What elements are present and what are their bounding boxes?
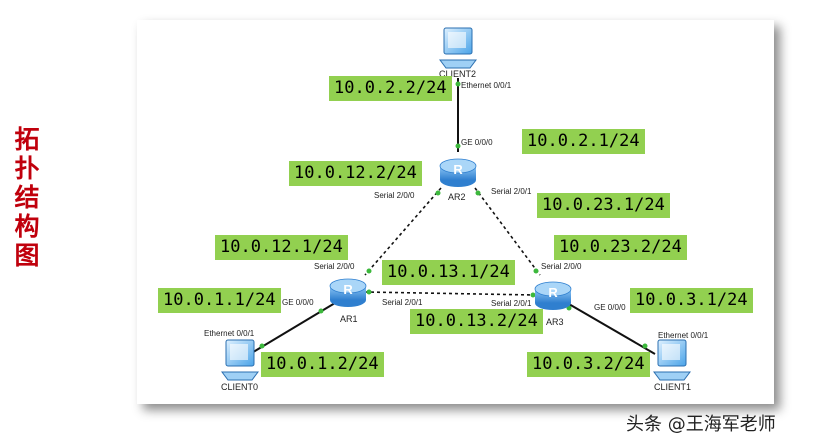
ar3-router-icon: R [534,281,572,310]
ip-ar3-serial201: 10.0.13.2/24 [410,309,543,334]
ip-ar2-serial200: 10.0.12.2/24 [289,161,422,186]
side-title-char: 拓 [14,125,40,154]
client1-label: CLIENT1 [654,382,692,392]
ar3-label: AR3 [546,317,564,327]
client0-eth-label: Ethernet 0/0/1 [204,329,255,338]
link-ar2-ar3 [474,187,541,276]
svg-text:R: R [343,282,353,297]
ar1-ge-label: GE 0/0/0 [282,298,314,307]
topology-links: R R R [221,27,691,381]
ip-ar2-ge: 10.0.2.1/24 [522,129,645,154]
ip-client0: 10.0.1.2/24 [261,352,384,377]
ip-client2: 10.0.2.2/24 [329,76,452,101]
port-dots [259,81,648,349]
ar1-router-icon: R [329,278,367,307]
side-title: 拓 扑 结 构 图 [10,125,44,270]
link-ar1-client0 [249,299,341,355]
link-ar1-ar3 [364,291,536,296]
ar3-serial201-label: Serial 2/0/1 [491,299,532,308]
svg-text:R: R [548,285,558,300]
ar2-serial200-label: Serial 2/0/0 [374,191,415,200]
side-title-char: 结 [14,183,40,212]
client2-pc-icon [439,27,477,69]
side-title-char: 构 [14,212,40,241]
ip-ar1-serial201: 10.0.13.1/24 [382,260,515,285]
watermark: 头条 @王海军老师 [626,414,776,435]
link-ar3-client1 [561,299,656,355]
ar1-label: AR1 [340,314,358,324]
client2-eth-label: Ethernet 0/0/1 [461,81,512,90]
ip-ar2-serial201: 10.0.23.1/24 [537,193,670,218]
client2-label: CLIENT2 [439,69,477,79]
ip-ar1-serial200: 10.0.12.1/24 [215,235,348,260]
ar1-serial200-label: Serial 2/0/0 [314,262,355,271]
ar2-ge-label: GE 0/0/0 [461,138,493,147]
ar2-serial201-label: Serial 2/0/1 [491,187,532,196]
client0-pc-icon [221,339,259,381]
ip-client1: 10.0.3.2/24 [527,352,650,377]
client1-eth-label: Ethernet 0/0/1 [658,331,709,340]
ar1-serial201-label: Serial 2/0/1 [382,298,423,307]
side-title-char: 扑 [14,154,40,183]
ip-ar1-ge: 10.0.1.1/24 [158,288,281,313]
ar2-router-icon: R [439,158,477,187]
client1-pc-icon [653,339,691,381]
ip-ar3-serial200: 10.0.23.2/24 [554,235,687,260]
side-title-char: 图 [14,241,40,270]
client0-label: CLIENT0 [221,382,259,392]
ar2-label: AR2 [448,192,466,202]
ar3-ge-label: GE 0/0/0 [594,303,626,312]
link-ar2-ar1 [364,187,442,276]
ar3-serial200-label: Serial 2/0/0 [541,262,582,271]
svg-text:R: R [453,162,463,177]
ip-ar3-ge: 10.0.3.1/24 [630,288,753,313]
topology-canvas: R R R CLIENT2 AR2 AR1 AR3 CLIENT0 CLIENT… [137,20,774,404]
